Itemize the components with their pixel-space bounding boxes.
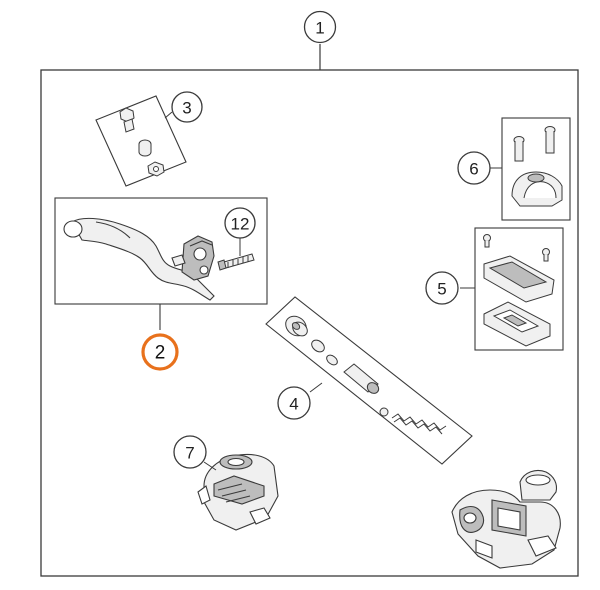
callout-6[interactable]: 6	[457, 151, 491, 185]
part-group-6[interactable]	[490, 117, 571, 221]
part-4-washer-a	[311, 339, 325, 353]
callout-1[interactable]: 1	[303, 10, 337, 44]
part-group-3[interactable]	[95, 95, 187, 187]
callout-5-label: 5	[437, 280, 446, 299]
assembly-frame	[40, 69, 579, 577]
leader-4	[309, 382, 323, 393]
part-6-bolt-b	[544, 126, 556, 154]
callout-3[interactable]: 3	[171, 91, 203, 123]
part-7-housing	[197, 453, 279, 531]
callout-7-label: 7	[185, 444, 194, 463]
part-6-bolt-a	[513, 136, 525, 162]
callout-4[interactable]: 4	[277, 386, 311, 420]
callout-2[interactable]: 2	[141, 333, 179, 371]
part-5-screw-b	[542, 248, 550, 262]
part-group-2[interactable]	[54, 197, 268, 330]
part-5-screw-a	[483, 234, 491, 248]
clutch-lever	[63, 217, 215, 301]
part-4-frame	[265, 296, 473, 465]
callout-7[interactable]: 7	[173, 435, 207, 469]
callout-4-label: 4	[289, 395, 298, 414]
part-6-frame	[501, 117, 571, 221]
part-3-frame	[95, 95, 187, 187]
part-4-seal	[379, 407, 389, 417]
part-group-4[interactable]	[265, 296, 473, 465]
callout-2-label: 2	[155, 343, 166, 364]
part-3-nut	[147, 161, 165, 177]
callout-12[interactable]: 12	[224, 207, 256, 239]
callout-1-label: 1	[315, 19, 324, 38]
part-12-screw	[217, 253, 255, 271]
part-group-7[interactable]	[197, 453, 279, 531]
part-4-boot	[285, 315, 308, 337]
callout-12-label: 12	[231, 215, 250, 234]
part-5-cover	[483, 255, 555, 303]
callout-5[interactable]: 5	[425, 271, 459, 305]
part-3-spacer	[138, 139, 152, 157]
leader-7	[203, 461, 217, 471]
part-6-clamp	[511, 171, 563, 207]
leader-3	[164, 111, 173, 119]
part-5-frame	[474, 227, 564, 351]
part-group-5[interactable]	[460, 227, 564, 351]
callout-6-label: 6	[469, 160, 478, 179]
part-4-washer-b	[326, 354, 338, 366]
part-4-spring	[391, 413, 447, 435]
part-3-bolt	[119, 107, 135, 133]
master-cylinder-assembly	[451, 469, 561, 569]
part-5-diaphragm	[483, 301, 551, 347]
callout-3-label: 3	[182, 99, 191, 118]
part-4-piston	[343, 363, 380, 394]
part-2-frame	[54, 197, 268, 305]
